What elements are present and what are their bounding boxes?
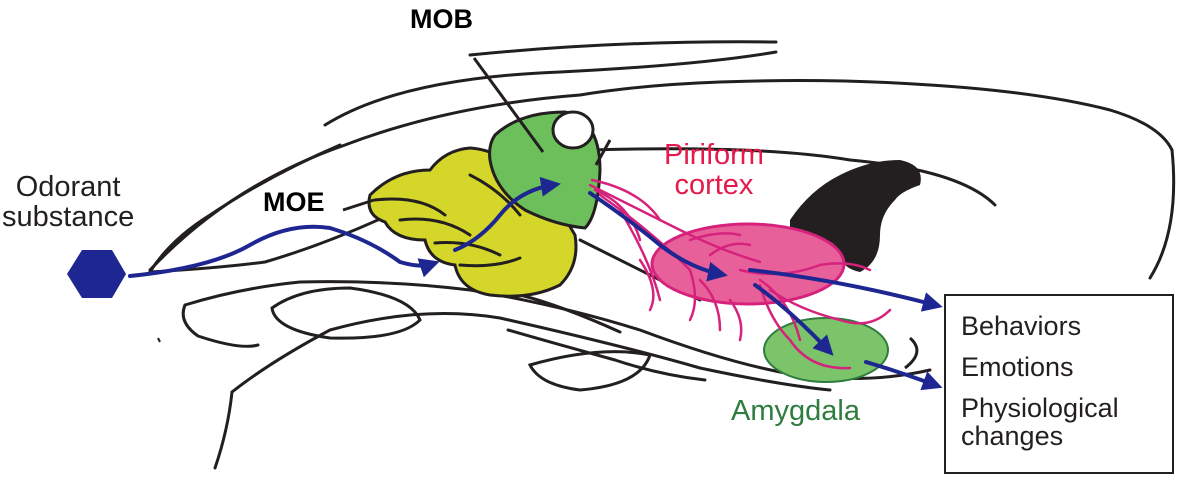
odorant-molecule-icon (67, 250, 126, 298)
odorant-to-moe-arrow (128, 224, 440, 278)
moe-to-mob-arrow (453, 176, 561, 252)
mob-label: MOB (410, 4, 473, 34)
outcome-emotions: Emotions (961, 352, 1074, 382)
outcomes-box: Behaviors Emotions Physiological changes (944, 294, 1174, 474)
outcome-physiological-line1: Physiological (961, 393, 1119, 423)
amygdala-to-outcomes-arrow (864, 360, 943, 391)
piriform-cortex-label: Piriform cortex (664, 140, 764, 201)
signal-arrows (128, 176, 943, 391)
amygdala-label: Amygdala (731, 395, 860, 427)
mob-pointer (472, 57, 545, 153)
lateral-ventricle (790, 160, 921, 272)
outcome-physiological-changes: Physiological changes (961, 394, 1119, 451)
piriform-to-amygdala-arrow (753, 283, 834, 356)
odorant-label: Odorant substance (2, 172, 134, 233)
piriform-label-line1: Piriform (664, 139, 764, 171)
outcome-behaviors: Behaviors (961, 311, 1082, 341)
odorant-label-line2: substance (2, 201, 135, 234)
moe-pointer (342, 198, 375, 212)
mitral-cell-projections (588, 178, 892, 370)
small-ventral-curve (904, 336, 919, 370)
piriform-to-behaviors-arrow (748, 268, 943, 312)
stray-tick (157, 337, 161, 343)
mob-highlight (551, 110, 595, 150)
mob-to-piriform-arrow (588, 191, 728, 282)
odorant-label-line1: Odorant (15, 171, 121, 203)
moe-label: MOE (263, 187, 325, 217)
oral-cavity-outline (527, 350, 652, 392)
nasal-cavity-loop (270, 286, 422, 340)
olfactory-tract-tick (594, 139, 612, 166)
piriform-label-line2: cortex (674, 169, 754, 202)
outcome-physiological-line2: changes (961, 421, 1064, 452)
piriform-cortex-region (650, 222, 846, 306)
